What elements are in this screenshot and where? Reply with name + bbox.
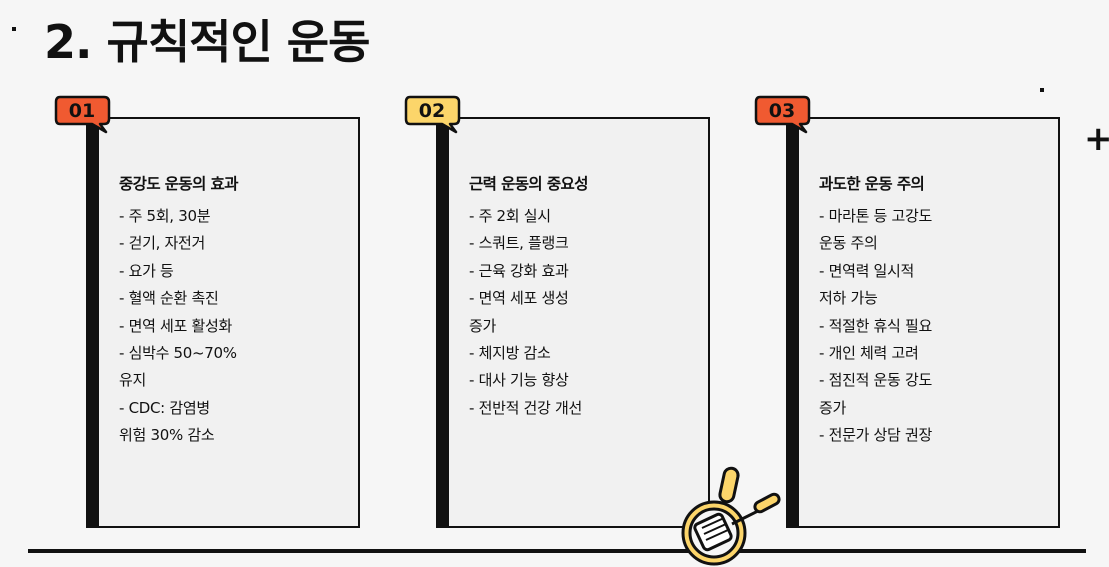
card-line: - 면역 세포 활성화	[119, 316, 233, 335]
card-heading: 근력 운동의 중요성	[469, 175, 588, 193]
card-line: - 걷기, 자전거	[119, 234, 206, 253]
page-title: 2. 규칙적인 운동	[44, 15, 370, 69]
card-line: - 면역력 일시적	[819, 261, 915, 280]
card-line: 위험 30% 감소	[119, 426, 215, 445]
card-2: 근력 운동의 중요성 - 주 2회 실시 - 스쿼트, 플랭크 - 근육 강화 …	[436, 117, 710, 528]
card-1: 중강도 운동의 효과 - 주 5회, 30분 - 걷기, 자전거 - 요가 등 …	[86, 117, 360, 528]
speech-bubble-icon	[404, 95, 461, 134]
card-line: - 혈액 순환 촉진	[119, 289, 219, 308]
card-line: 저하 가능	[819, 289, 878, 308]
card-content: 근력 운동의 중요성 - 주 2회 실시 - 스쿼트, 플랭크 - 근육 강화 …	[469, 175, 698, 422]
card-content: 중강도 운동의 효과 - 주 5회, 30분 - 걷기, 자전거 - 요가 등 …	[119, 175, 348, 450]
speech-bubble-icon	[754, 95, 811, 134]
card-line: - 주 5회, 30분	[119, 207, 211, 225]
badge-number: 03	[768, 100, 796, 122]
card-lines: - 주 2회 실시 - 스쿼트, 플랭크 - 근육 강화 효과 - 면역 세포 …	[469, 203, 698, 422]
speech-bubble-icon	[54, 95, 111, 134]
floor-line	[28, 549, 1086, 553]
card-line: - 체지방 감소	[469, 344, 551, 363]
badge-02: 02	[404, 95, 462, 134]
card-line: - 스쿼트, 플랭크	[469, 234, 569, 253]
card-shadow-bar	[438, 119, 449, 526]
card-line: - 요가 등	[119, 261, 174, 280]
card-line: - 전문가 상담 권장	[819, 426, 933, 445]
card-heading: 과도한 운동 주의	[819, 175, 925, 193]
badge-03: 03	[754, 95, 812, 134]
card-shadow-bar	[788, 119, 799, 526]
decor-dot	[1040, 88, 1044, 92]
decor-dot	[12, 27, 16, 31]
card-line: 증가	[819, 398, 847, 417]
card-shadow-bar	[88, 119, 99, 526]
card-line: - 마라톤 등 고강도	[819, 207, 933, 225]
badge-number: 02	[418, 100, 446, 122]
card-line: - CDC: 감염병	[119, 398, 210, 417]
card-3: 과도한 운동 주의 - 마라톤 등 고강도 운동 주의 - 면역력 일시적 저하…	[786, 117, 1060, 528]
card-line: 유지	[119, 371, 147, 390]
card-line: 운동 주의	[819, 234, 878, 253]
card-line: 증가	[469, 316, 497, 335]
frying-pan-spatula-icon	[681, 466, 781, 566]
badge-01: 01	[54, 95, 112, 134]
card-lines: - 주 5회, 30분 - 걷기, 자전거 - 요가 등 - 혈액 순환 촉진 …	[119, 203, 348, 450]
card-line: - 개인 체력 고려	[819, 344, 919, 363]
card-line: - 근육 강화 효과	[469, 261, 569, 280]
plus-icon: +	[1084, 119, 1109, 159]
card-line: - 대사 기능 향상	[469, 371, 569, 390]
card-line: - 점진적 운동 강도	[819, 371, 933, 390]
card-content: 과도한 운동 주의 - 마라톤 등 고강도 운동 주의 - 면역력 일시적 저하…	[819, 175, 1048, 450]
card-lines: - 마라톤 등 고강도 운동 주의 - 면역력 일시적 저하 가능 - 적절한 …	[819, 203, 1048, 450]
card-heading: 중강도 운동의 효과	[119, 175, 238, 193]
card-line: - 적절한 휴식 필요	[819, 316, 933, 335]
card-line: - 전반적 건강 개선	[469, 398, 583, 417]
card-line: - 심박수 50~70%	[119, 344, 237, 363]
card-line: - 주 2회 실시	[469, 207, 551, 225]
card-line: - 면역 세포 생성	[469, 289, 569, 308]
badge-number: 01	[68, 100, 96, 122]
